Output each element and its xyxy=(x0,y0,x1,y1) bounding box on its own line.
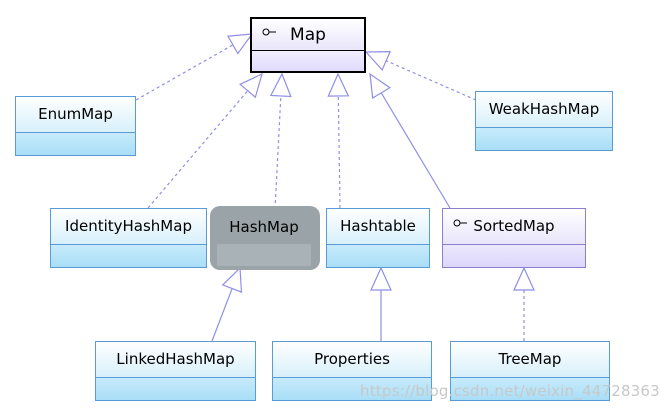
node-treemap: TreeMap xyxy=(450,341,610,401)
arrowhead-properties-to-hashtable xyxy=(370,266,392,291)
arrowhead-linkedhashmap-to-hashmap xyxy=(221,266,243,294)
interface-icon xyxy=(453,219,467,227)
node-label: SortedMap xyxy=(473,217,555,236)
node-identityhashmap: IdentityHashMap xyxy=(50,208,207,268)
node-label: WeakHashMap xyxy=(488,100,600,119)
node-label: LinkedHashMap xyxy=(116,350,235,369)
edge-linkedhashmap-to-hashmap xyxy=(211,288,233,342)
watermark: https://blog.csdn.net/weixin_44728363 xyxy=(360,382,660,400)
node-label: Map xyxy=(290,24,326,45)
node-label: IdentityHashMap xyxy=(65,217,192,236)
arrowhead-hashtable-to-map xyxy=(327,72,350,97)
edges-layer xyxy=(135,33,535,342)
arrowhead-hashmap-to-map xyxy=(269,72,292,98)
node-label: TreeMap xyxy=(498,350,562,369)
arrowhead-identityhashmap-to-map xyxy=(239,72,263,99)
arrowhead-enummap-to-map xyxy=(226,33,254,55)
edge-weakhashmap-to-map xyxy=(385,60,477,101)
edge-hashmap-to-map xyxy=(274,95,282,210)
node-enummap: EnumMap xyxy=(15,96,136,156)
arrowhead-sortedmap-to-map xyxy=(369,72,391,100)
node-weakhashmap: WeakHashMap xyxy=(475,91,613,151)
node-hashtable: Hashtable xyxy=(326,208,430,268)
node-map: Map xyxy=(250,17,366,73)
node-linkedhashmap: LinkedHashMap xyxy=(95,341,256,401)
edge-sortedmap-to-map xyxy=(380,92,451,209)
node-label: EnumMap xyxy=(38,105,113,124)
edge-identityhashmap-to-map xyxy=(147,90,249,209)
node-sortedmap: SortedMap xyxy=(442,208,586,268)
edge-enummap-to-map xyxy=(135,44,234,101)
node-properties: Properties xyxy=(272,341,432,401)
edge-hashtable-to-map xyxy=(337,95,341,209)
class-diagram: Map EnumMap WeakHashMap IdentityHashMap … xyxy=(15,17,660,401)
interface-icon xyxy=(262,28,276,36)
node-label: HashMap xyxy=(229,217,299,236)
node-label: Hashtable xyxy=(340,217,416,236)
node-hashmap: HashMap xyxy=(217,209,311,266)
arrowhead-treemap-to-sortedmap xyxy=(513,266,535,291)
arrowhead-weakhashmap-to-map xyxy=(364,51,392,72)
node-label: Properties xyxy=(314,350,390,369)
